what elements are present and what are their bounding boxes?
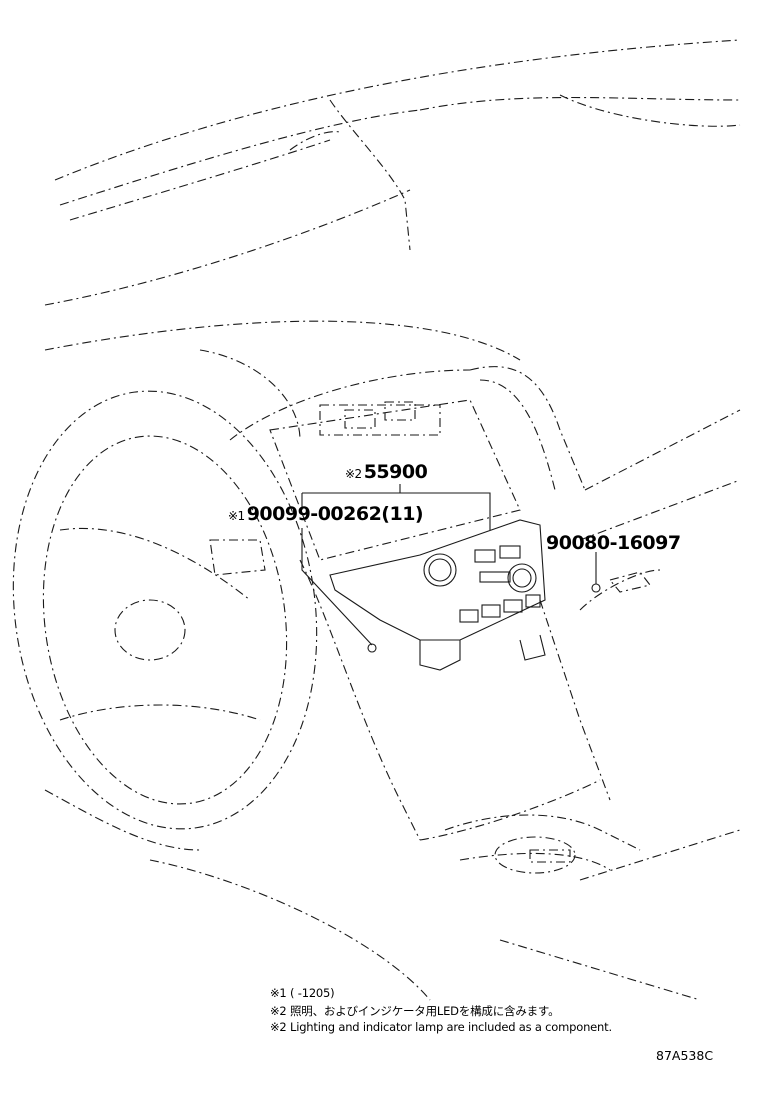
footnote-1: ※1 ( -1205) [270,986,335,1000]
illustration-code: 87A538C [656,1048,714,1063]
footnote-2-english: ※2 Lighting and indicator lamp are inclu… [270,1020,612,1034]
footnote-2-japanese: ※2 照明、およびインジケータ用LEDを構成に含みます。 [270,1004,560,1018]
part-number: 90099-00262(11) [246,503,424,525]
part-label-90080-16097[interactable]: 90080-16097 [546,532,681,554]
note-mark: ※2 [345,467,362,481]
part-number: 90080-16097 [546,532,681,554]
note-mark: ※1 [228,509,245,523]
part-number: 55900 [363,461,428,483]
